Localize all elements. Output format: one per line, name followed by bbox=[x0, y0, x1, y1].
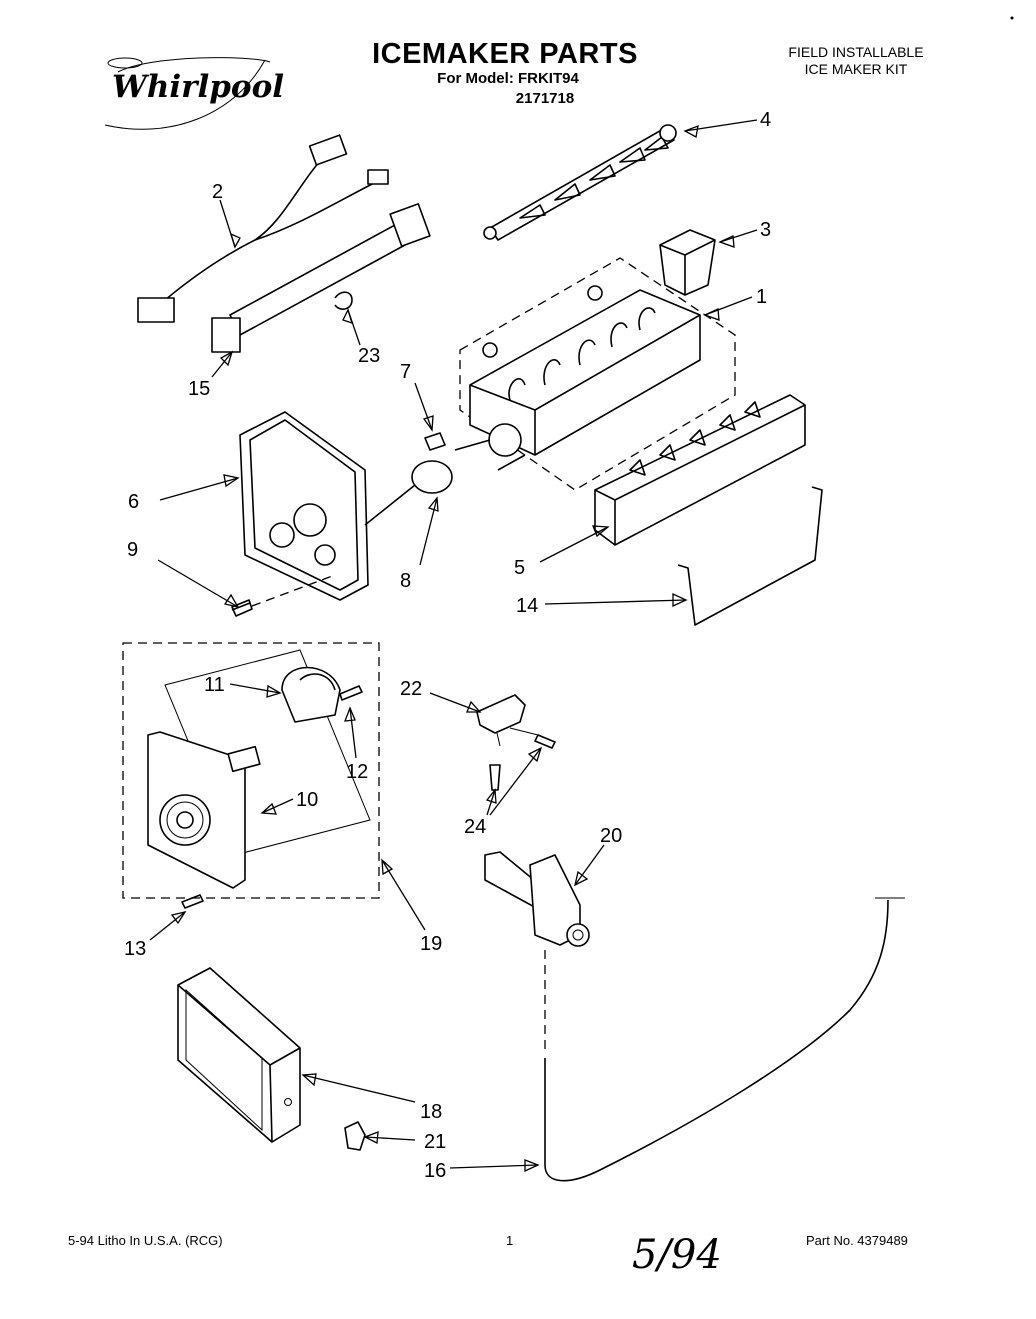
part-15-harness-sleeve bbox=[211, 203, 431, 353]
callout-22: 22 bbox=[400, 678, 422, 700]
part-10-module-board bbox=[147, 731, 261, 889]
callout-18: 18 bbox=[420, 1101, 442, 1123]
callout-23: 23 bbox=[358, 345, 380, 367]
callout-11: 11 bbox=[204, 674, 225, 696]
part-14-shutoff-arm bbox=[677, 486, 823, 626]
part-13-screw bbox=[181, 894, 204, 909]
callout-6: 6 bbox=[128, 491, 139, 513]
footer-page-number: 1 bbox=[506, 1233, 513, 1248]
callout-16: 16 bbox=[424, 1160, 446, 1182]
page-title: ICEMAKER PARTS bbox=[372, 38, 638, 70]
part-3-fill-cup bbox=[659, 229, 716, 296]
part-4-ejector bbox=[483, 124, 677, 241]
callout-4: 4 bbox=[760, 109, 771, 131]
part-7-clip bbox=[424, 432, 446, 451]
part-9-screw bbox=[231, 599, 253, 617]
callout-24: 24 bbox=[464, 816, 486, 838]
part-2-wire-harness bbox=[137, 134, 389, 323]
callout-5: 5 bbox=[514, 557, 525, 579]
callout-7: 7 bbox=[400, 361, 411, 383]
part-19-kit-box bbox=[122, 642, 380, 899]
callout-3: 3 bbox=[760, 219, 771, 241]
callout-9: 9 bbox=[127, 539, 138, 561]
part-1-mold bbox=[454, 257, 736, 491]
part-6-module-housing bbox=[239, 411, 369, 601]
callout-2: 2 bbox=[212, 181, 223, 203]
part-23-clip bbox=[334, 291, 353, 310]
footer-part-number: Part No. 4379489 bbox=[806, 1233, 908, 1248]
model-line: For Model: FRKIT94 bbox=[437, 70, 579, 87]
footer-litho: 5-94 Litho In U.S.A. (RCG) bbox=[68, 1233, 223, 1248]
kit-line-1: FIELD INSTALLABLE bbox=[788, 44, 923, 60]
callout-15: 15 bbox=[188, 378, 210, 400]
callout-12: 12 bbox=[346, 761, 368, 783]
leader-lines bbox=[149, 119, 758, 1173]
part-8-thermostat bbox=[364, 460, 453, 526]
part-16-fill-tube bbox=[544, 899, 889, 1182]
part-5-shield bbox=[594, 394, 806, 546]
callout-8: 8 bbox=[400, 570, 411, 592]
callout-19: 19 bbox=[420, 933, 442, 955]
kit-line-2: ICE MAKER KIT bbox=[805, 61, 908, 77]
handwritten-date: 5/94 bbox=[632, 1232, 722, 1278]
callout-20: 20 bbox=[600, 825, 622, 847]
whirlpool-logo: Whirlpool bbox=[104, 57, 284, 130]
callout-21: 21 bbox=[424, 1131, 446, 1153]
model-number: 2171718 bbox=[516, 90, 574, 107]
callout-14: 14 bbox=[516, 595, 538, 617]
part-21-plug bbox=[344, 1121, 366, 1151]
callout-13: 13 bbox=[124, 938, 146, 960]
part-24-screws bbox=[489, 734, 556, 791]
part-22-bracket bbox=[476, 694, 526, 734]
callout-10: 10 bbox=[296, 789, 318, 811]
part-11-motor bbox=[281, 666, 341, 723]
part-20-water-valve bbox=[484, 851, 590, 947]
brand-logo-text: Whirlpool bbox=[112, 69, 284, 105]
scan-speck bbox=[1010, 16, 1014, 20]
part-18-cover bbox=[177, 967, 301, 1143]
callout-1: 1 bbox=[756, 286, 767, 308]
part-12-screw bbox=[339, 685, 363, 701]
